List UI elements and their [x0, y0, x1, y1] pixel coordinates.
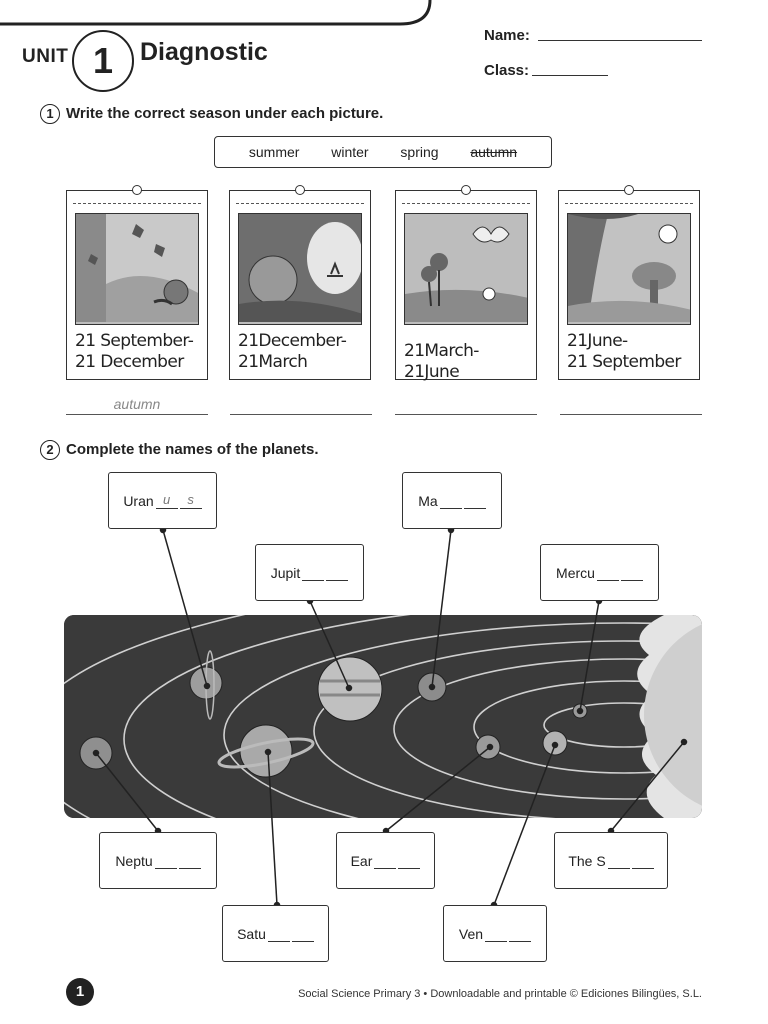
hanging-ring [624, 185, 634, 195]
perforation [236, 203, 364, 204]
winter-illustration [238, 213, 362, 325]
exercise2-instruction: Complete the names of the planets. [66, 440, 319, 458]
letter-blank[interactable] [596, 565, 619, 581]
hanging-ring [295, 185, 305, 195]
spring-illustration [404, 213, 528, 325]
planet-box-mars: Ma [402, 472, 502, 529]
class-field[interactable] [532, 74, 608, 76]
planet-box-mercury: Mercu [540, 544, 659, 601]
word-bank-item: spring [400, 144, 439, 160]
season-card-winter: 21December- 21March [229, 185, 371, 380]
word-bank-item-used: autumn [470, 144, 518, 160]
perforation [565, 203, 693, 204]
planet-stem: Neptu [115, 852, 153, 869]
unit-number: 1 [72, 30, 134, 92]
planet-stem: Satu [237, 925, 266, 942]
planet-stem: Ma [418, 492, 438, 509]
unit-label: UNIT [22, 46, 69, 67]
class-label: Class: [484, 62, 530, 79]
date-range: 21 September- 21 December [75, 331, 194, 372]
exercise1-number: 1 [40, 104, 60, 124]
solar-system-illustration [64, 615, 702, 818]
planet-stem: Mercu [556, 564, 595, 581]
letter-blank[interactable] [620, 565, 643, 581]
date-range: 21December- 21March [238, 331, 347, 372]
planet-box-jupiter: Jupit [255, 544, 364, 601]
name-label: Name: [484, 27, 530, 44]
word-bank-item: winter [331, 144, 369, 160]
autumn-illustration [75, 213, 199, 325]
date-range: 21June- 21 September [567, 331, 681, 372]
letter-blank[interactable] [463, 493, 486, 509]
planet-stem: Ven [458, 925, 484, 942]
date-range: 21March-21June [404, 341, 479, 382]
letter-blank[interactable] [485, 926, 508, 942]
letter-blank[interactable]: u [155, 493, 178, 509]
exercise1-instruction: Write the correct season under each pict… [66, 104, 384, 122]
planet-box-neptune: Neptu [99, 832, 217, 889]
planet-stem: Jupit [270, 564, 301, 581]
page-number: 1 [66, 978, 94, 1006]
page-title: Diagnostic [140, 38, 268, 66]
letter-blank[interactable] [509, 926, 532, 942]
season-answer-field[interactable] [395, 396, 537, 415]
summer-illustration [567, 213, 691, 325]
footer-credit: Social Science Primary 3 • Downloadable … [298, 988, 702, 1000]
season-answer-field[interactable]: autumn [66, 396, 208, 415]
season-card-spring: 21March-21June [395, 185, 537, 382]
planet-box-earth: Ear [336, 832, 435, 889]
letter-blank[interactable] [302, 565, 325, 581]
perforation [73, 203, 201, 204]
planet-stem: Ear [350, 852, 373, 869]
letter-blank[interactable] [267, 926, 290, 942]
exercise2-heading: 2 Complete the names of the planets. [40, 440, 319, 460]
letter-blank[interactable] [178, 853, 201, 869]
letter-blank[interactable] [291, 926, 314, 942]
letter-blank[interactable] [607, 853, 630, 869]
header-tab-outline [0, 0, 432, 26]
season-card-summer: 21June- 21 September [558, 185, 700, 380]
planet-stem: The S [568, 852, 606, 869]
word-bank: summer winter spring autumn [214, 136, 552, 168]
season-answer-field[interactable] [560, 396, 702, 415]
exercise2-number: 2 [40, 440, 60, 460]
planet-box-sun: The S [554, 832, 668, 889]
planet-stem: Uran [123, 492, 154, 509]
letter-blank[interactable] [398, 853, 421, 869]
letter-blank[interactable] [154, 853, 177, 869]
letter-blank[interactable] [631, 853, 654, 869]
letter-blank[interactable]: s [179, 493, 202, 509]
perforation [402, 203, 530, 204]
planet-box-saturn: Satu [222, 905, 329, 962]
exercise1-heading: 1 Write the correct season under each pic… [40, 104, 383, 124]
season-answer-field[interactable] [230, 396, 372, 415]
planet-box-venus: Ven [443, 905, 547, 962]
season-card-autumn: 21 September- 21 December [66, 185, 208, 380]
letter-blank[interactable] [326, 565, 349, 581]
letter-blank[interactable] [374, 853, 397, 869]
hanging-ring [461, 185, 471, 195]
letter-blank[interactable] [439, 493, 462, 509]
hanging-ring [132, 185, 142, 195]
word-bank-item: summer [248, 144, 300, 160]
name-field[interactable] [538, 39, 702, 41]
